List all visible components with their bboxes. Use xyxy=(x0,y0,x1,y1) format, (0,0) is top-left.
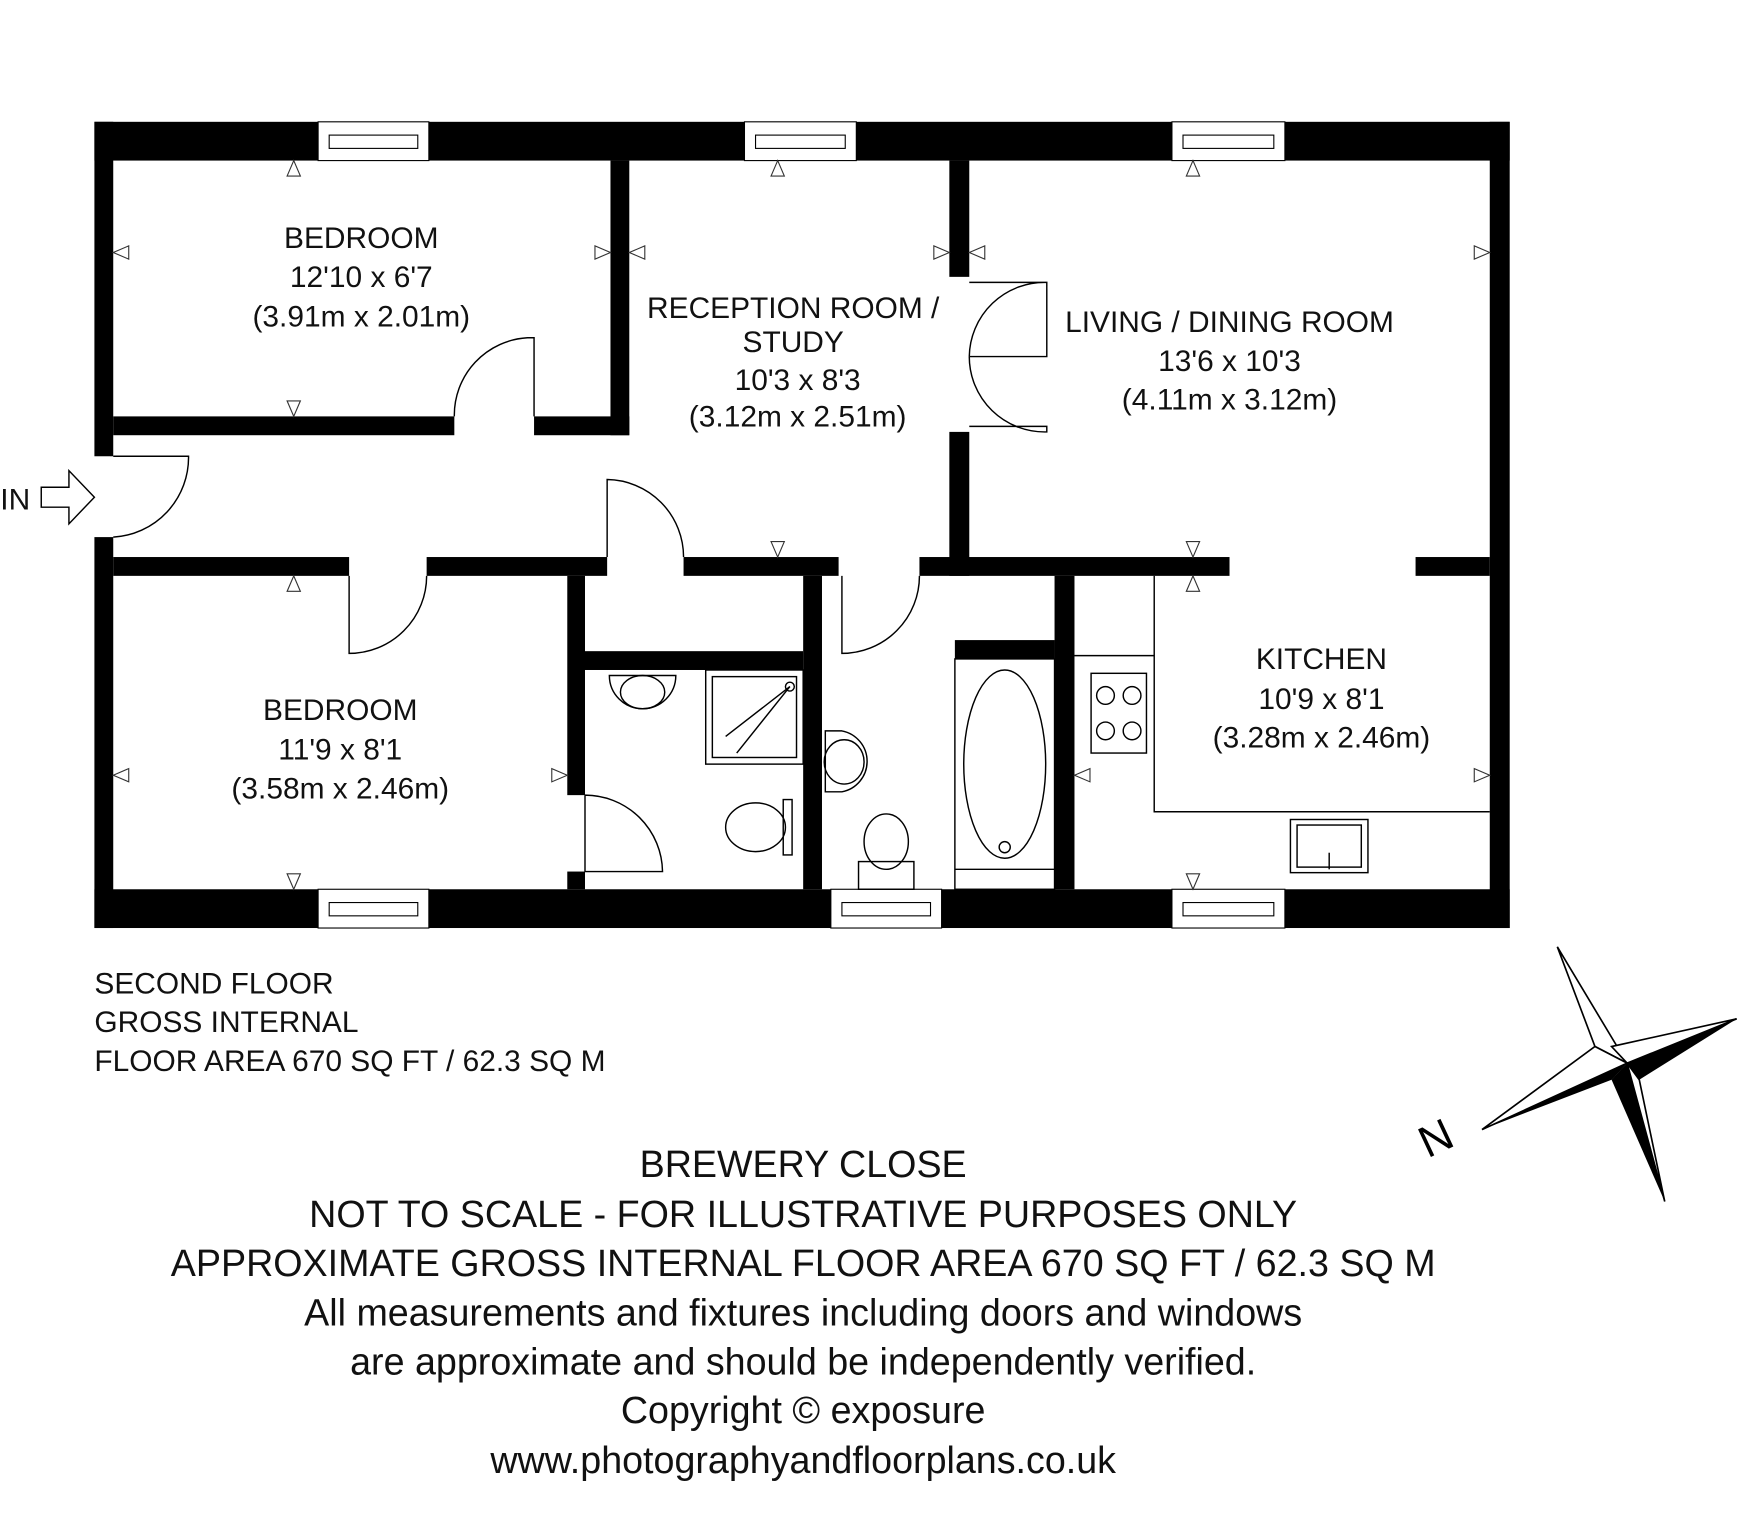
room-size-imperial: 10'3 x 8'3 xyxy=(735,364,861,397)
measurement-note-1: All measurements and fixtures including … xyxy=(304,1292,1302,1334)
sink-icon xyxy=(823,730,868,793)
entrance-label: IN xyxy=(0,483,30,516)
measurement-note-2: are approximate and should be independen… xyxy=(350,1340,1256,1382)
kitchen-sink-icon xyxy=(1289,818,1369,874)
room-size-metric: (3.28m x 2.46m) xyxy=(1213,722,1431,755)
room-name: BEDROOM xyxy=(263,694,417,727)
room-kitchen: KITCHEN 10'9 x 8'1 (3.28m x 2.46m) xyxy=(1213,643,1431,755)
compass-icon xyxy=(1481,946,1737,1202)
window xyxy=(830,888,943,929)
website-link: www.photographyandfloorplans.co.uk xyxy=(489,1439,1116,1481)
room-reception: RECEPTION ROOM / STUDY 10'3 x 8'3 (3.12m… xyxy=(647,292,940,434)
shower-icon xyxy=(704,669,804,765)
room-size-metric: (3.58m x 2.46m) xyxy=(231,772,449,805)
entrance-arrow-icon xyxy=(40,468,96,526)
toilet-icon xyxy=(857,813,915,890)
compass-north-label: N xyxy=(1411,1110,1461,1168)
room-name-line2: STUDY xyxy=(743,326,844,359)
room-name: KITCHEN xyxy=(1256,643,1387,676)
gross-area: APPROXIMATE GROSS INTERNAL FLOOR AREA 67… xyxy=(171,1242,1436,1284)
floor-name: SECOND FLOOR xyxy=(94,967,333,1000)
room-size-metric: (4.11m x 3.12m) xyxy=(1122,384,1337,417)
windows xyxy=(317,121,1286,929)
room-size-metric: (3.91m x 2.01m) xyxy=(252,301,470,334)
room-name: BEDROOM xyxy=(284,222,438,255)
room-living-dining: LIVING / DINING ROOM 13'6 x 10'3 (4.11m … xyxy=(1065,306,1394,417)
floor-area-label: GROSS INTERNAL xyxy=(94,1006,358,1039)
hob-icon xyxy=(1090,672,1148,754)
room-name: LIVING / DINING ROOM xyxy=(1065,306,1394,339)
window xyxy=(1171,121,1286,162)
window xyxy=(743,121,857,162)
room-size-imperial: 10'9 x 8'1 xyxy=(1258,683,1384,716)
window xyxy=(317,888,430,929)
doors xyxy=(113,281,1048,873)
kitchen-counter xyxy=(1074,575,1490,813)
floor-info: SECOND FLOOR GROSS INTERNAL FLOOR AREA 6… xyxy=(94,967,605,1078)
property-name: BREWERY CLOSE xyxy=(640,1143,967,1185)
room-bedroom-1: BEDROOM 12'10 x 6'7 (3.91m x 2.01m) xyxy=(252,222,470,334)
window xyxy=(317,121,430,162)
room-bedroom-2: BEDROOM 11'9 x 8'1 (3.58m x 2.46m) xyxy=(231,694,449,806)
bath-icon xyxy=(954,658,1056,890)
window xyxy=(1171,888,1286,929)
room-size-imperial: 12'10 x 6'7 xyxy=(290,261,433,294)
room-name: RECEPTION ROOM / xyxy=(647,292,940,325)
room-size-imperial: 11'9 x 8'1 xyxy=(278,734,402,767)
scale-disclaimer: NOT TO SCALE - FOR ILLUSTRATIVE PURPOSES… xyxy=(309,1193,1297,1235)
dimension-markers xyxy=(111,159,1492,891)
fixtures xyxy=(608,575,1490,890)
copyright: Copyright © exposure xyxy=(621,1389,986,1431)
footer-notes: BREWERY CLOSE NOT TO SCALE - FOR ILLUSTR… xyxy=(171,1143,1436,1481)
room-size-metric: (3.12m x 2.51m) xyxy=(689,400,907,433)
floor-area-value: FLOOR AREA 670 SQ FT / 62.3 SQ M xyxy=(94,1045,605,1078)
sink-icon xyxy=(608,674,677,710)
toilet-icon xyxy=(724,798,793,856)
room-size-imperial: 13'6 x 10'3 xyxy=(1158,345,1301,378)
